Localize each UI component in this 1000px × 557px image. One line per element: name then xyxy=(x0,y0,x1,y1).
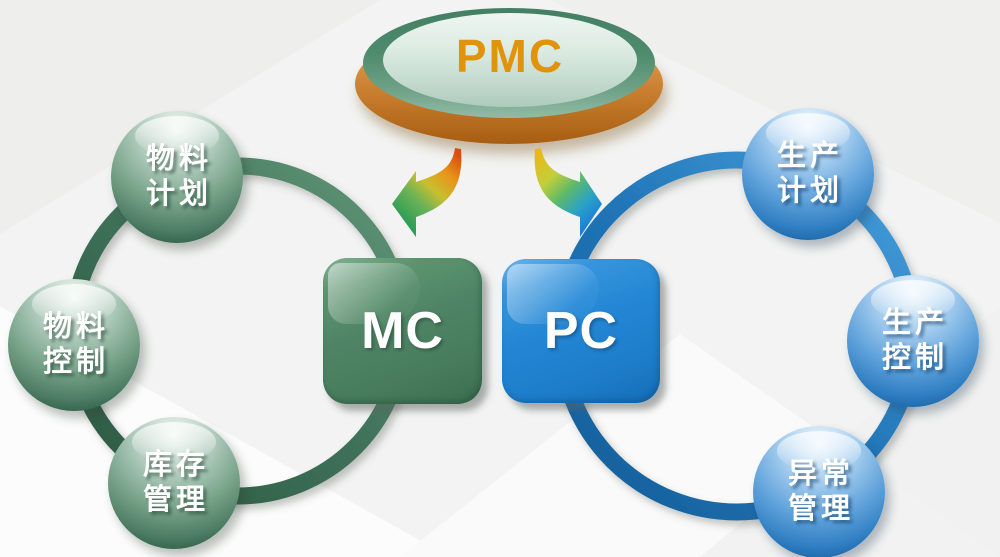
arrow-to-mc xyxy=(392,148,462,237)
arrow-to-pc xyxy=(534,148,602,237)
pmc-label: PMC xyxy=(455,30,565,82)
